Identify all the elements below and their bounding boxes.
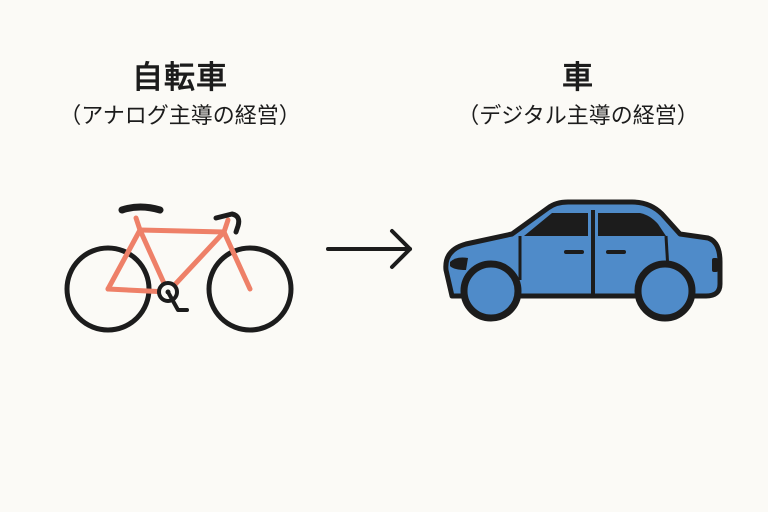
bicycle-handlebar <box>213 211 242 235</box>
bicycle-icon <box>64 203 294 333</box>
car-front-window <box>524 213 588 236</box>
bicycle-pedal <box>166 290 189 312</box>
car-rear-wheel <box>634 260 696 322</box>
bicycle-frame <box>105 215 253 295</box>
car-title: 車 <box>562 60 594 96</box>
arrow-right-icon <box>326 229 412 269</box>
car-label: 車 （デジタル主導の経営） <box>398 58 758 132</box>
bicycle-saddle <box>118 203 164 214</box>
car-rear-window <box>598 213 666 236</box>
bicycle-title: 自転車 <box>132 60 228 96</box>
bicycle-subtitle: （アナログ主導の経営） <box>59 104 301 129</box>
car-front-wheel <box>460 260 522 322</box>
car-subtitle: （デジタル主導の経営） <box>457 104 699 129</box>
bicycle-label: 自転車 （アナログ主導の経営） <box>0 58 360 132</box>
car-icon <box>443 199 723 322</box>
bicycle-front-wheel <box>206 245 294 333</box>
car-headlight <box>450 257 468 270</box>
car-taillight <box>712 258 718 272</box>
